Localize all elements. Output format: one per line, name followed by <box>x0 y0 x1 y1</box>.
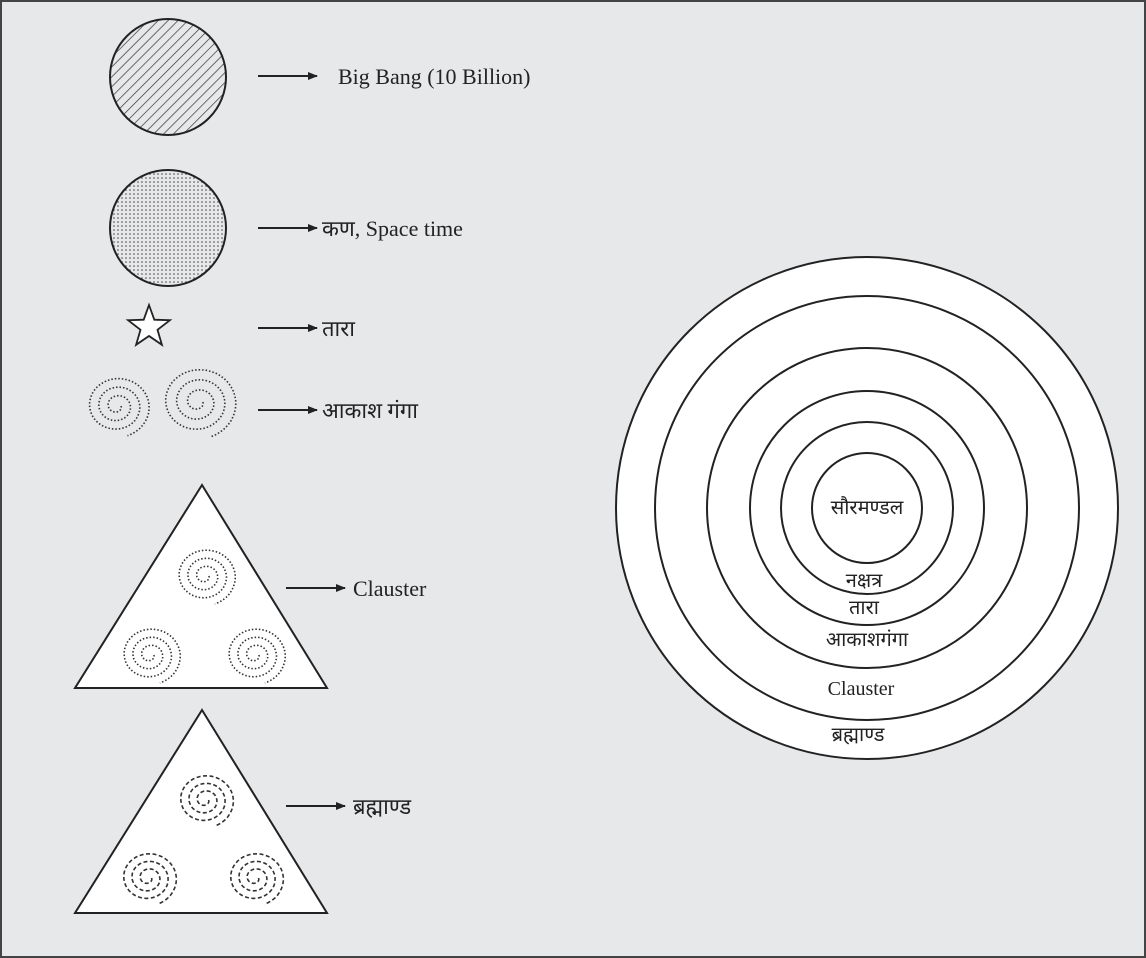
ring-label-solar-system: सौरमण्डल <box>831 496 904 519</box>
space-time-dotted-circle <box>110 170 226 286</box>
galaxy-label: आकाश गंगा <box>322 398 418 423</box>
universe-label: ब्रह्माण्ड <box>353 794 411 819</box>
ring-label-constellation: नक्षत्र <box>846 570 883 592</box>
ring-label-cluster: Clauster <box>828 678 895 700</box>
big-bang-hatched-circle <box>110 19 226 135</box>
space-time-label: कण, Space time <box>322 216 463 241</box>
star-label: तारा <box>322 316 355 341</box>
concentric-rings-diagram: सौरमण्डल नक्षत्र तारा आकाशगंगा Clauster … <box>616 257 1118 759</box>
big-bang-label: Big Bang (10 Billion) <box>338 64 531 89</box>
ring-label-universe: ब्रह्माण्ड <box>832 724 885 746</box>
cluster-label: Clauster <box>353 576 427 601</box>
ring-label-galaxy: आकाशगंगा <box>826 629 909 651</box>
ring-label-star: तारा <box>849 597 880 619</box>
